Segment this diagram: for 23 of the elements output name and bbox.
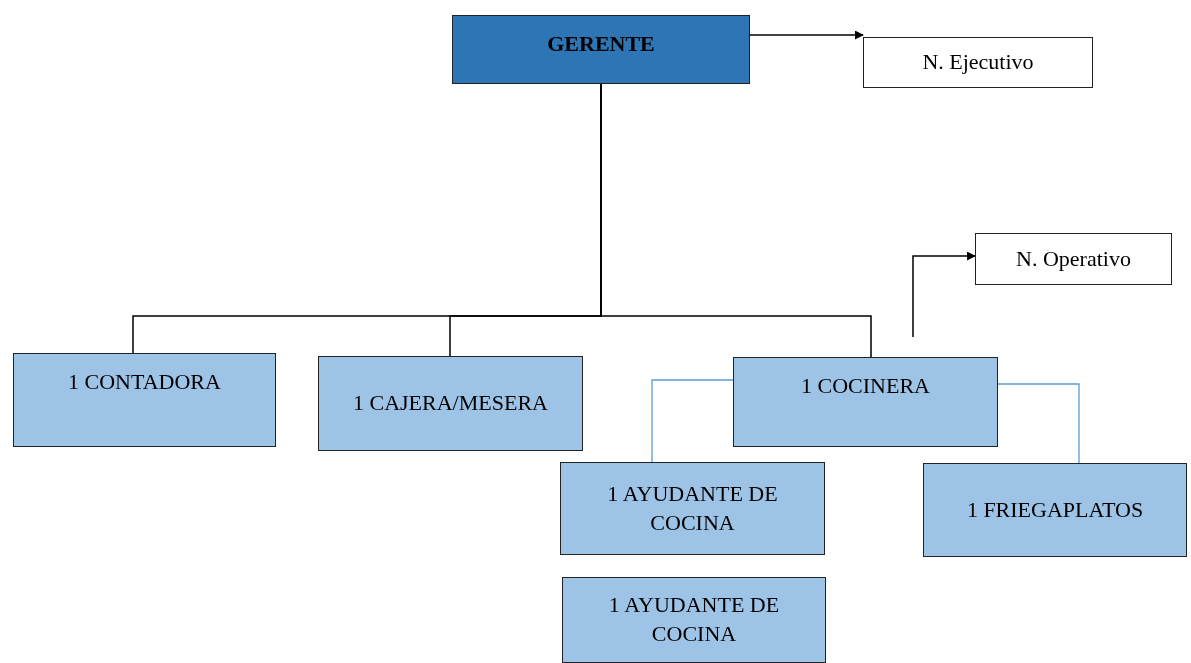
arrow bbox=[912, 251, 976, 338]
role-label: 1 CONTADORA bbox=[68, 368, 221, 396]
org-box bbox=[975, 233, 1172, 285]
role-label: 1 AYUDANTE DE COCINA bbox=[607, 591, 781, 648]
org-box bbox=[560, 462, 825, 555]
org-box bbox=[733, 357, 998, 447]
role-label: 1 CAJERA/MESERA bbox=[353, 389, 548, 418]
arrow bbox=[749, 30, 864, 40]
org-box bbox=[318, 356, 583, 451]
org-box bbox=[13, 353, 276, 447]
org-box bbox=[452, 15, 750, 84]
role-label: GERENTE bbox=[547, 30, 655, 58]
role-label: 1 COCINERA bbox=[801, 372, 930, 400]
org-box bbox=[863, 37, 1093, 88]
connector-line bbox=[651, 379, 734, 463]
org-box bbox=[923, 463, 1187, 557]
connector-line bbox=[600, 83, 872, 358]
org-box bbox=[562, 577, 826, 663]
role-label: N. Ejecutivo bbox=[922, 48, 1034, 77]
connector-line bbox=[997, 383, 1080, 464]
role-label: 1 FRIEGAPLATOS bbox=[966, 495, 1144, 524]
role-label: N. Operativo bbox=[1016, 244, 1131, 273]
role-label: 1 AYUDANTE DE COCINA bbox=[606, 479, 779, 537]
